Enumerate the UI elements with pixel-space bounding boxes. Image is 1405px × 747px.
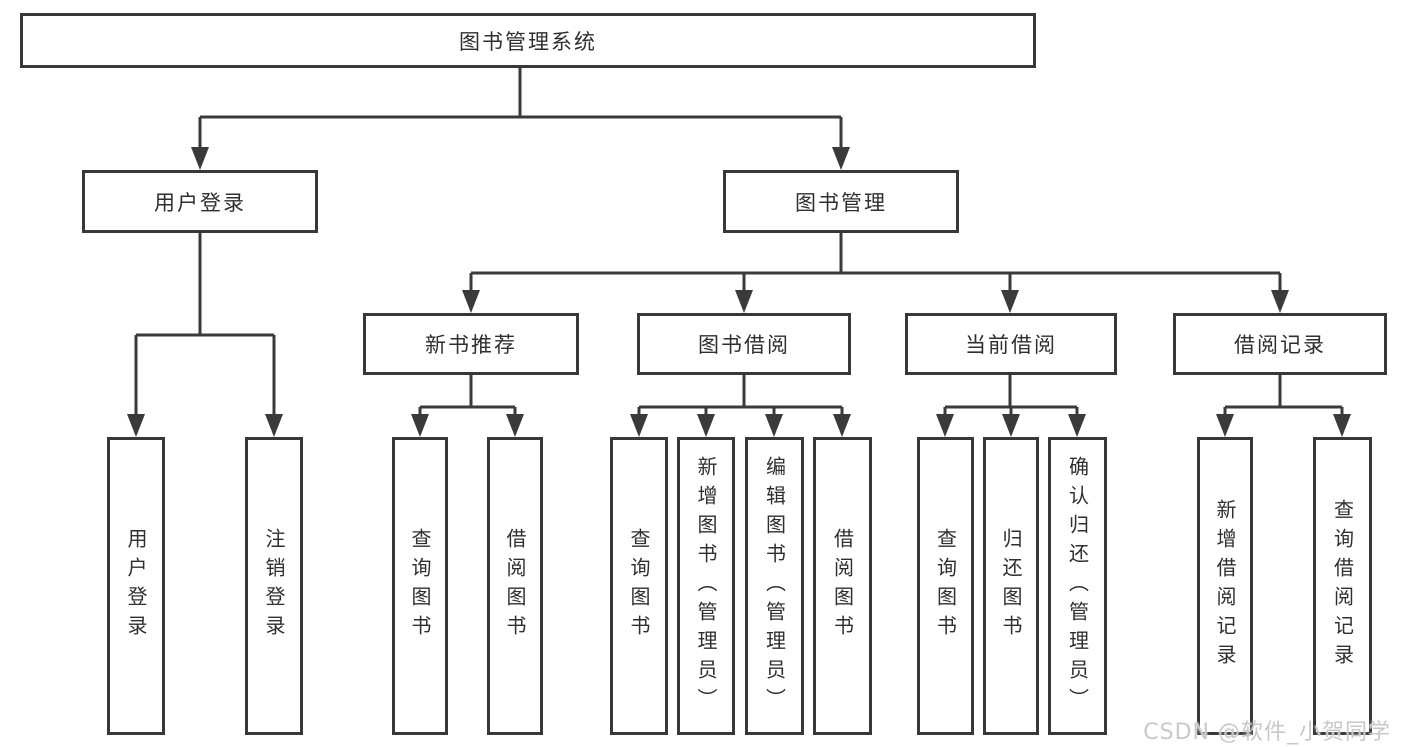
leaf-user-login-label: 用户登录: [124, 528, 148, 644]
leaf-query-books-borrowing-label: 查询图书: [627, 528, 651, 644]
leaf-query-books-current: 查询图书: [917, 437, 974, 735]
leaf-query-borrow-record: 查询借阅记录: [1313, 437, 1372, 735]
leaf-add-book-admin: 新增图书（管理员）: [677, 437, 735, 735]
leaf-borrow-books-recommend: 借阅图书: [487, 437, 543, 735]
leaf-edit-book-admin-label: 编辑图书（管理员）: [762, 455, 787, 717]
leaf-confirm-return-admin-label: 确认归还（管理员）: [1065, 455, 1090, 717]
leaf-user-login: 用户登录: [107, 437, 165, 735]
leaf-add-book-admin-label: 新增图书（管理员）: [694, 455, 718, 717]
node-book-management: 图书管理: [723, 170, 959, 233]
leaf-query-books-current-label: 查询图书: [933, 528, 958, 644]
leaf-confirm-return-admin: 确认归还（管理员）: [1048, 437, 1107, 735]
node-book-borrowing: 图书借阅: [637, 313, 851, 375]
node-root: 图书管理系统: [20, 13, 1036, 68]
leaf-borrow-books-recommend-label: 借阅图书: [503, 528, 527, 644]
node-new-book-recommend: 新书推荐: [363, 313, 579, 375]
node-book-management-label: 图书管理: [795, 190, 887, 215]
leaf-logout-label: 注销登录: [262, 528, 286, 644]
node-current-borrowing: 当前借阅: [905, 313, 1117, 375]
node-root-label: 图书管理系统: [459, 29, 597, 54]
node-borrowing-records: 借阅记录: [1173, 313, 1387, 375]
leaf-return-book-label: 归还图书: [999, 528, 1023, 644]
leaf-add-borrow-record-label: 新增借阅记录: [1213, 499, 1237, 673]
leaf-query-books-recommend: 查询图书: [392, 437, 448, 735]
node-current-borrowing-label: 当前借阅: [965, 333, 1057, 357]
leaf-borrow-books-borrowing: 借阅图书: [813, 437, 872, 735]
leaf-borrow-books-borrowing-label: 借阅图书: [830, 528, 855, 644]
node-user-login: 用户登录: [82, 170, 318, 233]
leaf-add-borrow-record: 新增借阅记录: [1197, 437, 1253, 735]
node-user-login-label: 用户登录: [154, 190, 246, 215]
node-new-book-recommend-label: 新书推荐: [425, 333, 517, 357]
arrowheads: [127, 147, 1351, 437]
node-borrowing-records-label: 借阅记录: [1234, 333, 1326, 357]
node-book-borrowing-label: 图书借阅: [698, 333, 790, 357]
leaf-query-books-borrowing: 查询图书: [610, 437, 668, 735]
csdn-watermark: CSDN @软件_小贺同学: [1143, 720, 1391, 745]
leaf-return-book: 归还图书: [983, 437, 1039, 735]
leaf-query-borrow-record-label: 查询借阅记录: [1330, 499, 1355, 673]
leaf-query-books-recommend-label: 查询图书: [408, 528, 432, 644]
leaf-logout: 注销登录: [245, 437, 303, 735]
leaf-edit-book-admin: 编辑图书（管理员）: [745, 437, 804, 735]
